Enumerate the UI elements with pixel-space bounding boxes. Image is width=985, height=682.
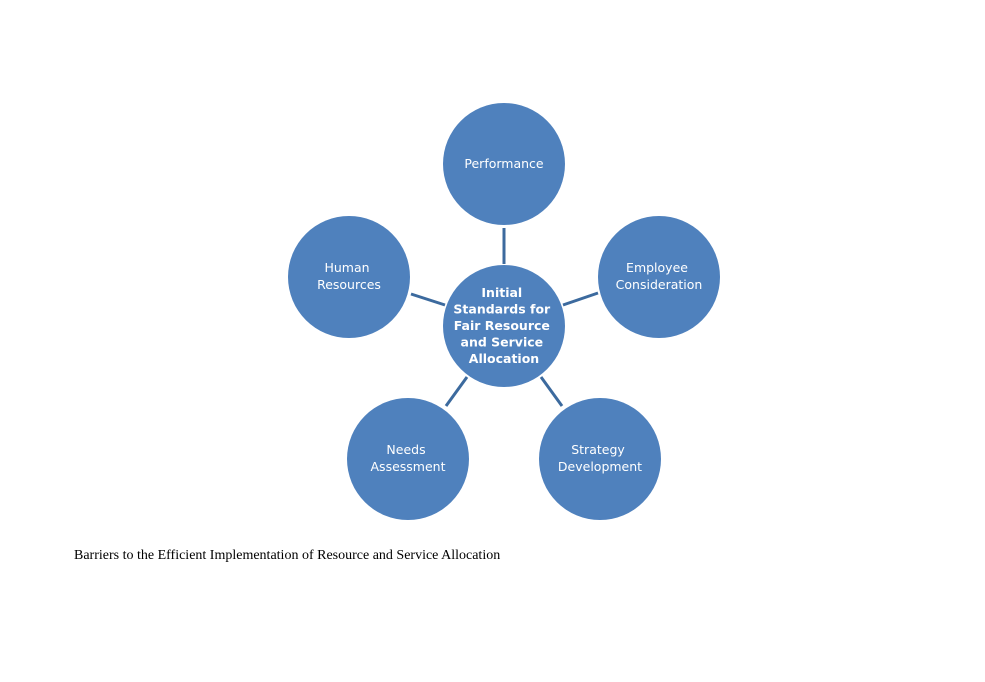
- node-strategy-development-label: Strategy Development: [558, 442, 642, 474]
- center-node-label-line: Allocation: [469, 351, 539, 366]
- node-strategy-development-label-line: Development: [558, 459, 642, 474]
- connector-human-resources: [410, 292, 446, 307]
- node-strategy-development: Strategy Development: [539, 398, 661, 520]
- node-strategy-development-circle: [539, 398, 661, 520]
- node-needs-assessment-label: Needs Assessment: [371, 442, 446, 474]
- center-node-label-line: Fair Resource: [454, 318, 550, 333]
- node-employee-consideration-label: Employee Consideration: [616, 260, 703, 292]
- node-needs-assessment: Needs Assessment: [347, 398, 469, 520]
- node-human-resources: Human Resources: [288, 216, 410, 338]
- node-human-resources-label-line: Resources: [317, 277, 381, 292]
- connector-employee-consideration: [562, 291, 599, 307]
- node-needs-assessment-label-line: Needs: [386, 442, 425, 457]
- node-employee-consideration-circle: [598, 216, 720, 338]
- connector-needs-assessment: [444, 376, 469, 407]
- node-performance: Performance: [443, 103, 565, 225]
- center-node-label-line: Standards for: [453, 302, 551, 317]
- node-needs-assessment-circle: [347, 398, 469, 520]
- center-node-label: Initial Standards for Fair Resource and …: [453, 285, 554, 366]
- node-employee-consideration-label-line: Consideration: [616, 277, 703, 292]
- center-node-label-line: Initial: [481, 285, 522, 300]
- node-strategy-development-label-line: Strategy: [571, 442, 625, 457]
- node-needs-assessment-label-line: Assessment: [371, 459, 446, 474]
- center-node-label-line: and Service: [461, 335, 544, 350]
- node-performance-label-line: Performance: [464, 156, 544, 171]
- node-employee-consideration-label-line: Employee: [626, 260, 688, 275]
- node-human-resources-label-line: Human: [324, 260, 369, 275]
- node-employee-consideration: Employee Consideration: [598, 216, 720, 338]
- node-performance-label: Performance: [464, 156, 544, 171]
- center-node: Initial Standards for Fair Resource and …: [443, 265, 565, 387]
- diagram-caption: Barriers to the Efficient Implementation…: [74, 548, 501, 563]
- node-performance-circle: [443, 103, 565, 225]
- node-human-resources-circle: [288, 216, 410, 338]
- node-human-resources-label: Human Resources: [317, 260, 381, 292]
- connector-strategy-development: [539, 376, 564, 407]
- center-node-circle: [443, 265, 565, 387]
